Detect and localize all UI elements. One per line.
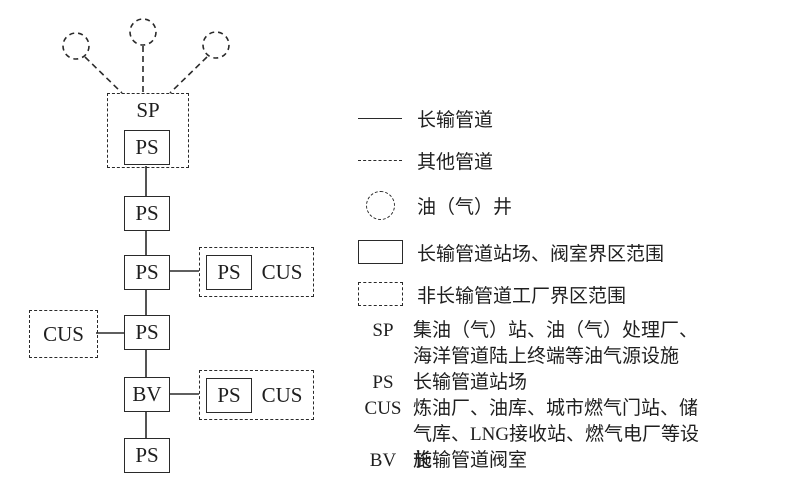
oil-gas-well-icon [129, 18, 157, 46]
cus-facility-box: CUS [29, 310, 98, 358]
legend-row-well: 油（气）井 [357, 190, 512, 220]
oil-gas-well-icon [365, 190, 395, 220]
sp-source-facility-box: SP [107, 93, 189, 168]
abbr-cus: CUS [364, 398, 402, 419]
other-pipeline-line [169, 56, 208, 94]
dashed-line-symbol [358, 159, 402, 161]
legend-row-plant-boundary: 非长输管道工厂界区范围 [357, 280, 626, 308]
cus-facility-box: PS CUS [199, 370, 314, 420]
oil-gas-well-icon [62, 32, 90, 60]
legend-label: 长输管道站场、阀室界区范围 [417, 243, 665, 265]
cus-label: CUS [261, 382, 303, 407]
legend-row-station-boundary: 长输管道站场、阀室界区范围 [357, 238, 664, 266]
abbr-cus-desc: 炼油厂、油库、城市燃气门站、储气库、LNG接收站、燃气电厂等设施 [413, 398, 700, 471]
abbr-ps: PS [372, 372, 394, 393]
legend-label: 其他管道 [417, 151, 494, 173]
abbr-sp: SP [372, 320, 394, 341]
ps-node: PS [124, 196, 170, 231]
legend-label: 油（气）井 [417, 196, 513, 218]
oil-gas-well-icon [202, 31, 230, 59]
abbr-ps-desc: 长输管道站场 [413, 372, 528, 393]
ps-node: PS [124, 130, 170, 165]
other-pipeline-line [84, 56, 123, 94]
abbr-row-sp: SP 集油（气）站、油（气）处理厂、海洋管道陆上终端等油气源设施 [357, 318, 709, 370]
ps-node: PS [206, 255, 252, 290]
abbr-row-cus: CUS 炼油厂、油库、城市燃气门站、储气库、LNG接收站、燃气电厂等设施 [357, 396, 709, 474]
ps-node: PS [124, 315, 170, 350]
ps-node: PS [124, 438, 170, 473]
abbr-bv: BV [369, 450, 397, 471]
legend-row-other-pipeline: 其他管道 [357, 146, 493, 174]
legend-label: 非长输管道工厂界区范围 [417, 285, 627, 307]
solid-line-symbol [358, 117, 402, 119]
ps-node: PS [206, 378, 252, 413]
cus-label: CUS [261, 259, 303, 284]
solid-rect-symbol [357, 240, 403, 264]
cus-facility-box: PS CUS [199, 247, 314, 297]
dashed-rect-symbol [357, 282, 403, 306]
ps-node: PS [124, 255, 170, 290]
legend-label: 长输管道 [417, 109, 494, 131]
sp-label: SP [136, 98, 160, 122]
abbr-bv-desc: 长输管道阀室 [413, 450, 528, 471]
abbr-row-bv: BV 长输管道阀室 [357, 448, 709, 474]
abbr-row-ps: PS 长输管道站场 [357, 370, 709, 396]
legend-row-trunk-pipeline: 长输管道 [357, 104, 493, 132]
bv-node: BV [124, 377, 170, 412]
abbr-sp-desc: 集油（气）站、油（气）处理厂、海洋管道陆上终端等油气源设施 [413, 320, 699, 367]
